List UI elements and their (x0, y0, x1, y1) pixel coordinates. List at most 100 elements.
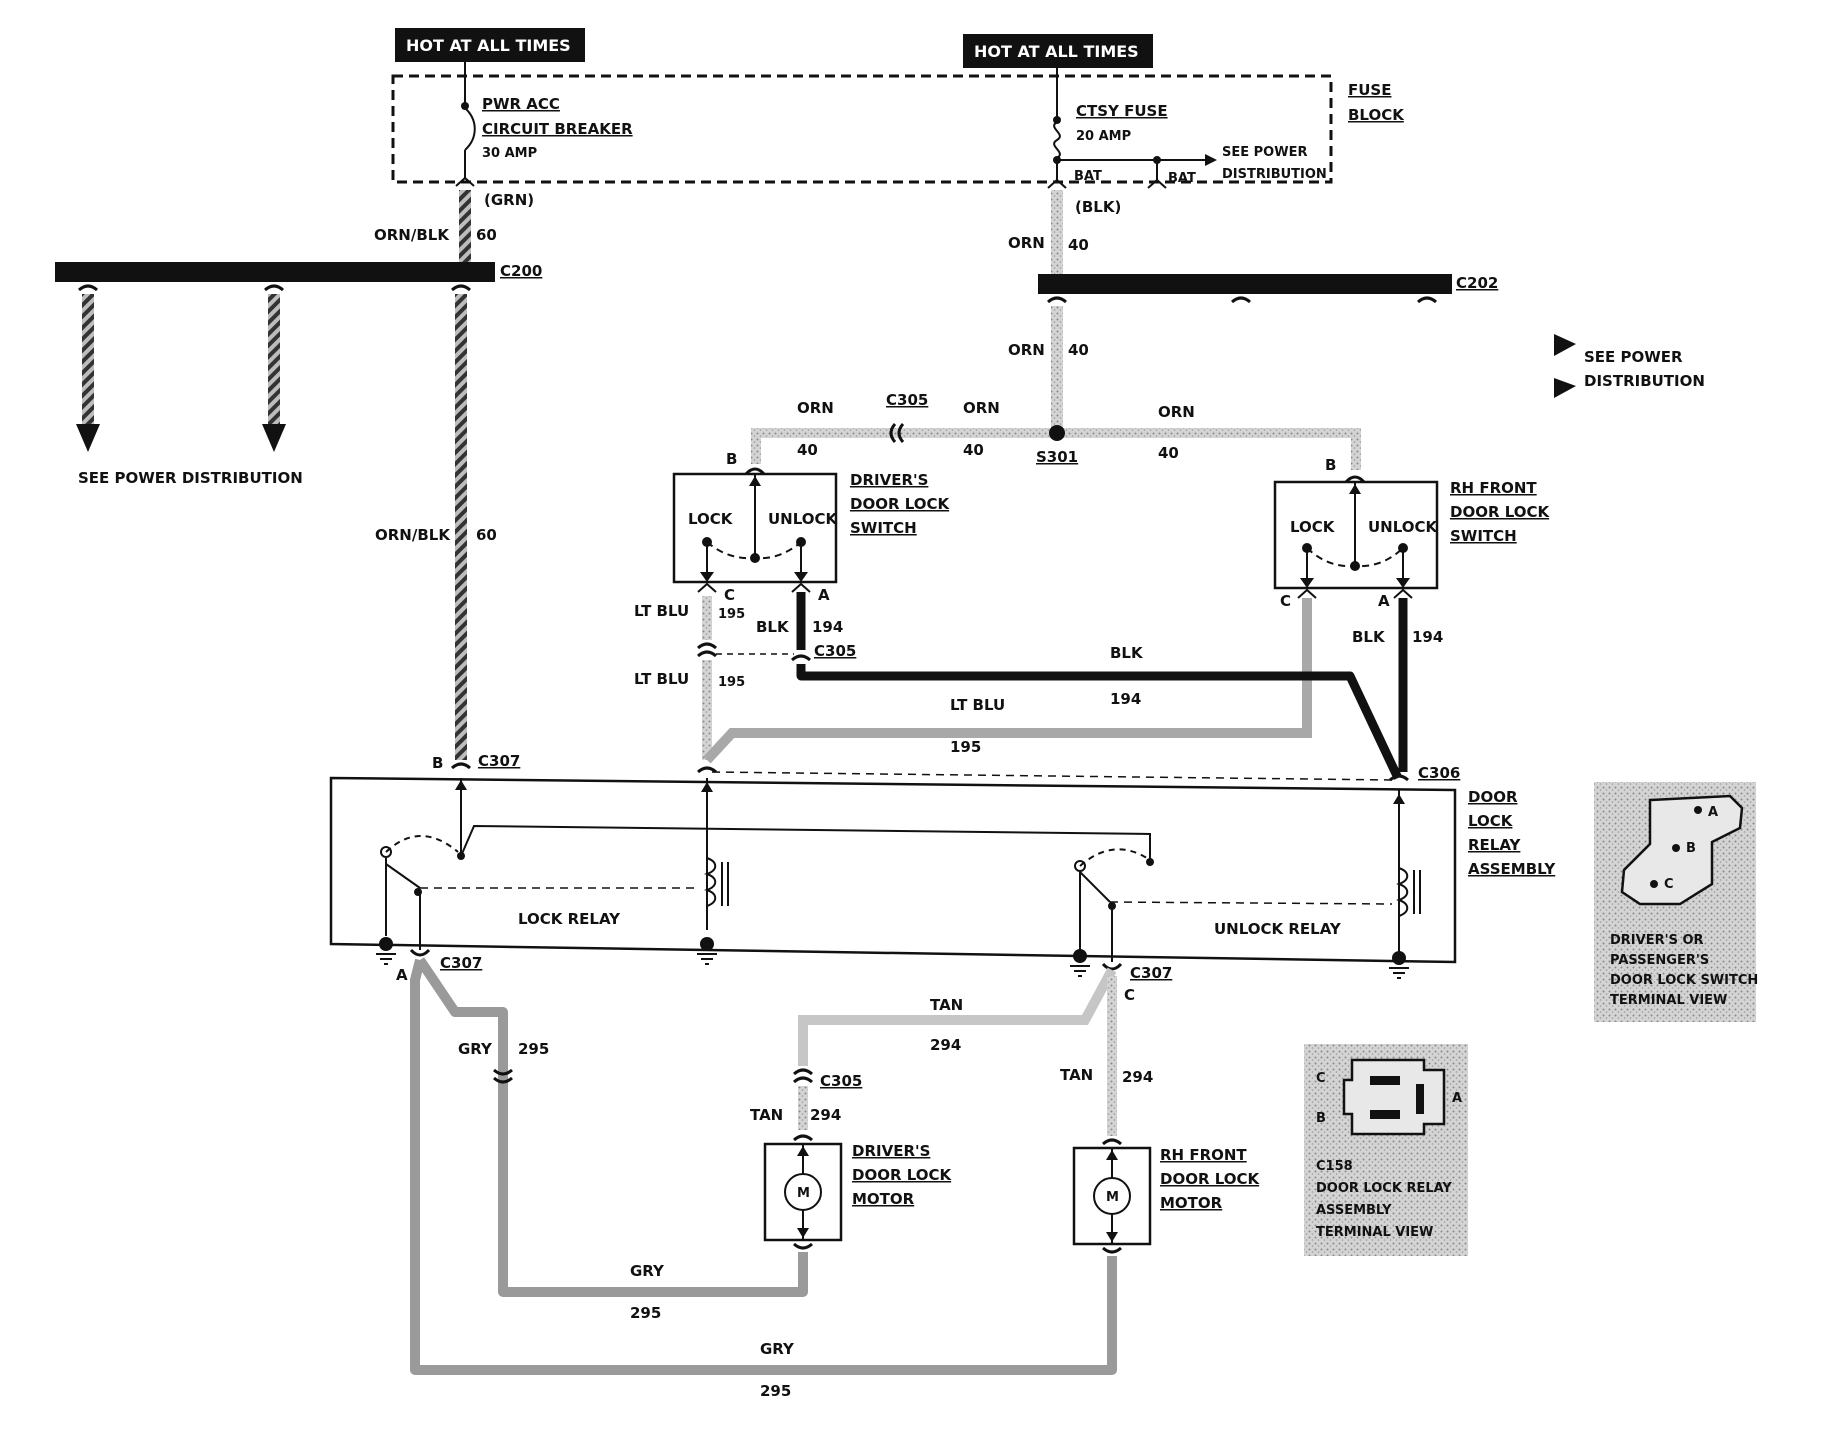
wire-orn-blk-60-top (459, 190, 471, 270)
relay-terminal-shape (1342, 1058, 1446, 1136)
see-pd-label-1: SEE POWER (1222, 145, 1307, 160)
switch-terminal-shape (1620, 794, 1744, 906)
rh-switch-label-1: RH FRONT (1450, 479, 1537, 497)
a-bot-label: A (396, 966, 408, 984)
blk-label-b: BLK (1110, 644, 1144, 662)
blk-label-a: BLK (756, 618, 790, 636)
m2-label: M (1106, 1190, 1119, 1205)
drv-motor-label-2: DOOR LOCK (852, 1166, 953, 1184)
c306-label: C306 (1418, 764, 1460, 782)
tv1-label-3: DOOR LOCK SWITCH (1610, 973, 1758, 988)
n195-label-3: 195 (950, 738, 981, 756)
wire-tan-294-top (798, 967, 1117, 1066)
tv2-c-label: C (1316, 1071, 1326, 1086)
a-rh-label: A (1378, 592, 1390, 610)
c-bot-label: C (1124, 986, 1135, 1004)
cb-dot (461, 102, 469, 110)
tan-label-mid: TAN (750, 1106, 783, 1124)
hot-label-1: HOT AT ALL TIMES (406, 36, 571, 55)
n194-label-a: 194 (812, 618, 843, 636)
fuse-block-box (391, 74, 1333, 184)
tv1-label-1: DRIVER'S OR (1610, 933, 1704, 948)
wire-blk-194-horizontal (796, 664, 1403, 780)
c305-mid-label: C305 (814, 642, 856, 660)
ground-2 (697, 937, 717, 965)
branch-arrow-2 (262, 424, 286, 452)
c307-botr-label: C307 (1130, 964, 1172, 982)
fuse-block-label-2: BLOCK (1348, 106, 1405, 124)
orn-blk-label-top: ORN/BLK (374, 226, 450, 244)
bat-label-1: BAT (1074, 169, 1102, 184)
tv2-label-4: TERMINAL VIEW (1316, 1225, 1433, 1240)
drv-switch-label-2: DOOR LOCK (850, 495, 951, 513)
wire-ltblu-195-drv-bottom (702, 660, 712, 760)
ltblu-label-1: LT BLU (634, 602, 689, 620)
a-drv-label: A (818, 586, 830, 604)
pwr-acc-label-2: CIRCUIT BREAKER (482, 120, 633, 138)
gry-label-b: GRY (630, 1262, 665, 1280)
grn-label: (GRN) (484, 191, 534, 209)
orn-label-a: ORN (797, 399, 834, 417)
tv1-b-label: B (1686, 841, 1696, 856)
fuse-block-label-1: FUSE (1348, 81, 1391, 99)
n40-label-mid: 40 (1068, 341, 1089, 359)
lock-relay-label: LOCK RELAY (518, 910, 621, 928)
wire-branch-left-2 (268, 294, 280, 424)
n40-label-b: 40 (963, 441, 984, 459)
gry-label-a: GRY (458, 1040, 493, 1058)
lock-relay-coil (704, 857, 717, 907)
n60-label-top: 60 (476, 226, 497, 244)
n60-label-mid: 60 (476, 526, 497, 544)
relay-label-1: DOOR (1468, 788, 1518, 806)
ltblu-label-2: LT BLU (634, 670, 689, 688)
wire-orn-40-top (1051, 190, 1063, 274)
rh-switch-label-3: SWITCH (1450, 527, 1517, 545)
m1-label: M (797, 1186, 810, 1201)
wire-gry-295-rh (410, 958, 1117, 1375)
see-power-arrow-r1 (1554, 334, 1576, 356)
blk-paren-label: (BLK) (1075, 198, 1121, 216)
hot-label-1-box (395, 28, 585, 62)
rh-motor-label-1: RH FRONT (1160, 1146, 1247, 1164)
wire-ltblu-195-rh (703, 598, 1312, 764)
ctsy-label-1: CTSY FUSE (1076, 102, 1168, 120)
tv2-b-label: B (1316, 1111, 1326, 1126)
rh-motor-symbol (1093, 1177, 1131, 1215)
rh-motor-label-3: MOTOR (1160, 1194, 1223, 1212)
c305-top-label: C305 (886, 391, 928, 409)
b-rh-label: B (1325, 456, 1336, 474)
c-rh-label: C (1280, 592, 1291, 610)
wire-orn-blk-60-main (455, 294, 467, 760)
wire-orn-40-mid (1051, 306, 1063, 430)
unlock-drv-label: UNLOCK (768, 510, 839, 528)
n40-label-a: 40 (797, 441, 818, 459)
relay-label-3: RELAY (1468, 836, 1522, 854)
s301-label: S301 (1036, 448, 1078, 466)
ltblu-label-3: LT BLU (950, 696, 1005, 714)
c-drv-label: C (724, 586, 735, 604)
relay-label-2: LOCK (1468, 812, 1514, 830)
wire-gry-295-drv (415, 957, 808, 1297)
wire-tan-294-drv (798, 1086, 808, 1130)
relay-label-4: ASSEMBLY (1468, 860, 1556, 878)
s301-splice (1049, 425, 1065, 441)
n294-label-mid: 294 (810, 1106, 841, 1124)
hot-label-2: HOT AT ALL TIMES (974, 42, 1139, 61)
c307-botl-label: C307 (440, 954, 482, 972)
drv-motor-label-3: MOTOR (852, 1190, 915, 1208)
n40-label-c: 40 (1158, 444, 1179, 462)
c200-label: C200 (500, 262, 542, 280)
n295-label-b: 295 (630, 1304, 661, 1322)
n194-label-c: 194 (1412, 628, 1443, 646)
blk-label-c: BLK (1352, 628, 1386, 646)
wire-ltblu-195-drv-top (702, 596, 712, 640)
lock-drv-label: LOCK (688, 510, 734, 528)
lock-rh-label: LOCK (1290, 518, 1336, 536)
unlock-rh-label: UNLOCK (1368, 518, 1439, 536)
orn-label-mid: ORN (1008, 341, 1045, 359)
rh-switch-label-2: DOOR LOCK (1450, 503, 1551, 521)
c305-connector-top (889, 423, 905, 443)
gry-label-c: GRY (760, 1340, 795, 1358)
tan-label-r: TAN (1060, 1066, 1093, 1084)
